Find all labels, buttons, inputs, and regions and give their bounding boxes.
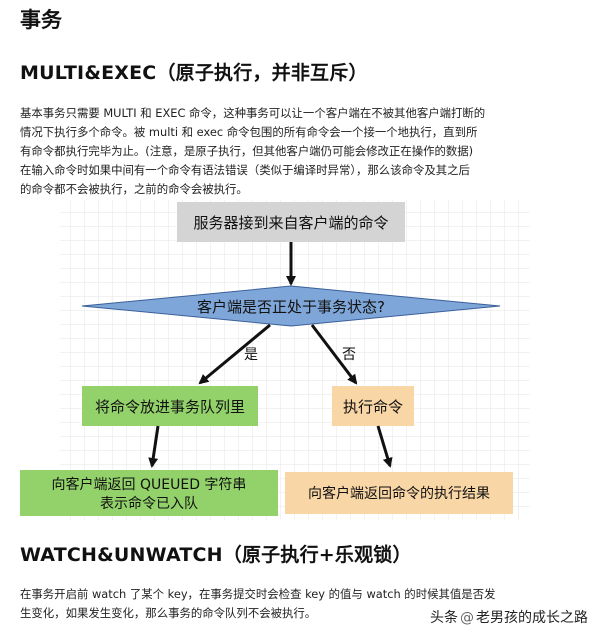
- paragraph-line: 生变化，如果发生变化，那么事务的命令队列不会被执行。: [20, 606, 317, 620]
- start-node-box: [177, 202, 405, 242]
- arrow-decision-to-yes: [198, 323, 271, 385]
- no-branch-label: 否: [342, 347, 356, 363]
- yes-result-box: [20, 470, 278, 516]
- no-step-box: [332, 386, 414, 426]
- decision-node-diamond: [81, 285, 501, 327]
- decision-node-label: 客户端是否正处于事务状态?: [197, 298, 385, 316]
- page-heading: 事务: [20, 8, 62, 32]
- watermark-at: @: [460, 610, 474, 626]
- no-step-label: 执行命令: [343, 398, 403, 416]
- watermark-author: 老男孩的成长之路: [476, 610, 588, 626]
- yes-step-label: 将命令放进事务队列里: [95, 398, 245, 416]
- yes-result-label-line2: 表示命令已入队: [100, 495, 198, 512]
- paragraph-line: 的命令都不会被执行，之前的命令会被执行。: [20, 182, 248, 196]
- author-watermark: 头条@老男孩的成长之路: [430, 607, 588, 627]
- transaction-flowchart: 服务器接到来自客户端的命令 客户端是否正处于事务状态? 是 否 将命令放进事务队…: [20, 200, 530, 520]
- section-multi-exec-paragraph: 基本事务只需要 MULTI 和 EXEC 命令，这种事务可以让一个客户端在不被其…: [20, 104, 580, 199]
- arrow-no-to-result: [376, 425, 393, 468]
- paragraph-line: 基本事务只需要 MULTI 和 EXEC 命令，这种事务可以让一个客户端在不被其…: [20, 106, 486, 120]
- paragraph-line: 有命令都执行完毕为止。(注意，是原子执行，但其他客户端仍可能会修改正在操作的数据…: [20, 144, 474, 158]
- section-title-multi-exec: MULTI&EXEC（原子执行，并非互斥）: [20, 62, 368, 84]
- arrow-yes-to-result: [148, 425, 160, 468]
- section-title-watch-unwatch: WATCH&UNWATCH（原子执行+乐观锁）: [20, 544, 412, 566]
- paragraph-line: 在输入命令时如果中间有一个命令有语法错误（类似于编译时异常），那么该命令及其之后: [20, 163, 470, 177]
- flowchart-grid-background: [60, 200, 530, 520]
- yes-branch-label: 是: [244, 347, 258, 363]
- paragraph-line: 情况下执行多个命令。被 multi 和 exec 命令包围的所有命令会一个接一个…: [20, 125, 478, 139]
- section-watch-paragraph: 在事务开启前 watch 了某个 key，在事务提交时会检查 key 的值与 w…: [20, 585, 580, 623]
- arrow-decision-to-no: [310, 324, 358, 385]
- no-result-box: [285, 472, 513, 514]
- paragraph-line: 在事务开启前 watch 了某个 key，在事务提交时会检查 key 的值与 w…: [20, 587, 496, 601]
- yes-step-box: [82, 386, 258, 426]
- watermark-prefix: 头条: [430, 610, 458, 626]
- no-result-label: 向客户端返回命令的执行结果: [308, 485, 490, 502]
- yes-result-label-line1: 向客户端返回 QUEUED 字符串: [52, 476, 247, 493]
- start-node-label: 服务器接到来自客户端的命令: [193, 214, 388, 232]
